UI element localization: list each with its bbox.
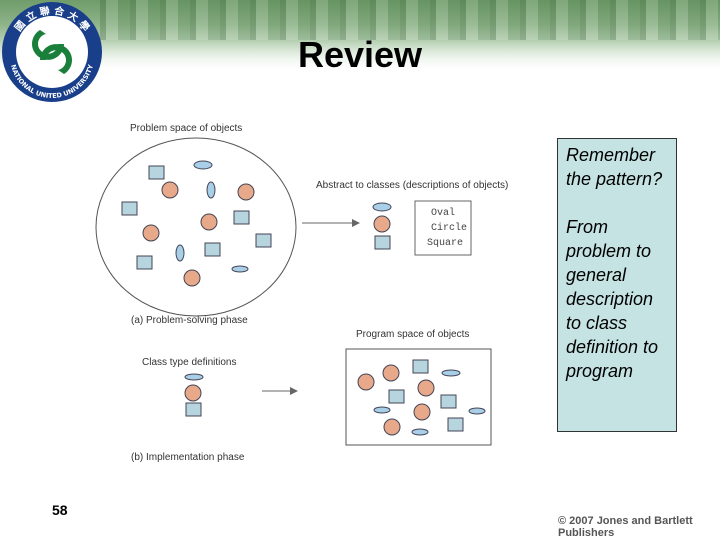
university-logo: 國 立 聯 合 大 學 NATIONAL UNITED UNIVERSITY xyxy=(2,2,102,102)
square-object xyxy=(233,210,250,225)
square-object xyxy=(136,255,153,270)
note-from-problem: From problem to general description to c… xyxy=(566,217,659,381)
oval-object xyxy=(411,428,429,436)
note-remember: Remember the pattern? xyxy=(566,145,663,189)
circle-class-type-icon xyxy=(184,384,202,402)
phase-b-label: (b) Implementation phase xyxy=(131,452,245,463)
abstract-label: Abstract to classes (descriptions of obj… xyxy=(316,180,508,191)
circle-object xyxy=(183,269,201,287)
circle-object xyxy=(383,418,401,436)
circle-class-icon xyxy=(373,215,391,233)
square-object xyxy=(204,242,221,257)
square-class-type-icon xyxy=(185,402,202,417)
square-object xyxy=(121,201,138,216)
oval-object xyxy=(206,181,216,199)
header-banner xyxy=(0,0,720,80)
class-name-oval: Oval xyxy=(431,207,455,219)
problem-space-label: Problem space of objects xyxy=(130,123,242,134)
oval-object xyxy=(441,369,461,377)
program-space-label: Program space of objects xyxy=(356,329,469,340)
banner-texture xyxy=(100,0,720,40)
implement-arrow-head xyxy=(290,387,298,395)
logo-mark-lower xyxy=(40,44,72,74)
circle-object xyxy=(413,403,431,421)
oval-class-type-icon xyxy=(184,373,204,381)
class-description-box xyxy=(414,200,472,256)
square-object xyxy=(388,389,405,404)
banner-fade xyxy=(0,40,720,80)
oval-object xyxy=(193,160,213,170)
oval-class-icon xyxy=(372,202,392,212)
square-object xyxy=(412,359,429,374)
oval-object xyxy=(468,407,486,415)
square-object xyxy=(255,233,272,248)
slide-title: Review xyxy=(297,34,423,75)
class-type-label: Class type definitions xyxy=(142,357,237,368)
circle-object xyxy=(200,213,218,231)
square-object xyxy=(148,165,165,180)
circle-object xyxy=(357,373,375,391)
circle-object xyxy=(417,379,435,397)
circle-object xyxy=(382,364,400,382)
class-name-square: Square xyxy=(427,238,463,249)
circle-object xyxy=(142,224,160,242)
circle-object xyxy=(161,181,179,199)
square-class-icon xyxy=(374,235,391,250)
notes-callout: Remember the pattern? From problem to ge… xyxy=(557,138,677,432)
oval-object xyxy=(373,406,391,414)
class-name-circle: Circle xyxy=(431,222,467,234)
square-object xyxy=(440,394,457,409)
phase-a-label: (a) Problem-solving phase xyxy=(131,315,248,326)
page-number: 58 xyxy=(52,502,68,518)
oval-object xyxy=(231,265,249,273)
abstract-arrow-head xyxy=(352,219,360,227)
square-object xyxy=(447,417,464,432)
circle-object xyxy=(237,183,255,201)
logo-mark-upper xyxy=(32,30,64,60)
oval-object xyxy=(175,244,185,262)
logo-inner-field xyxy=(16,16,88,88)
copyright-notice: © 2007 Jones and Bartlett Publishers xyxy=(558,515,693,539)
